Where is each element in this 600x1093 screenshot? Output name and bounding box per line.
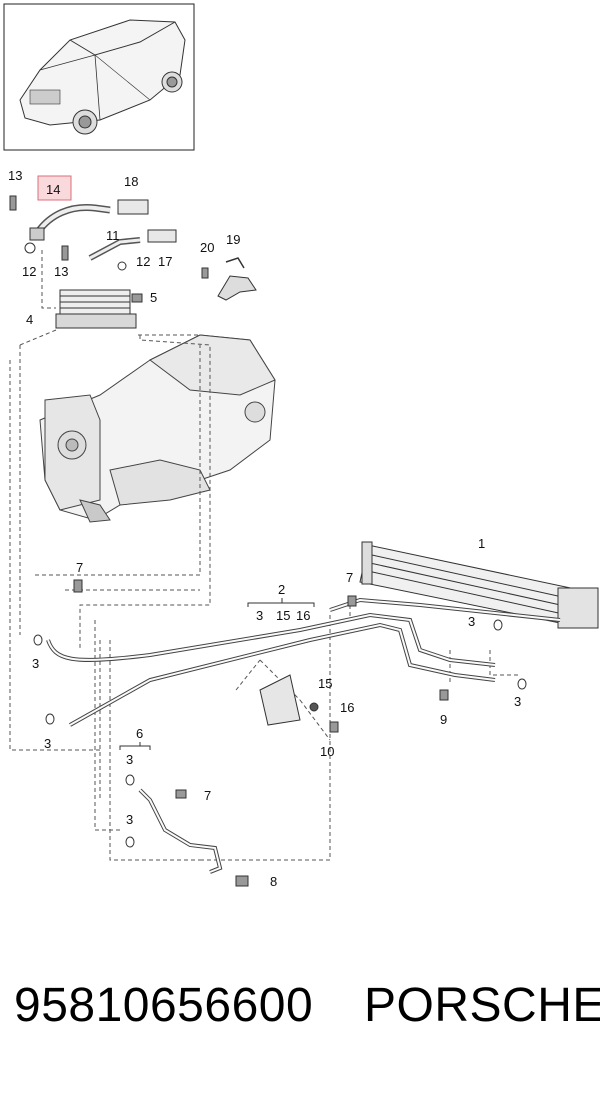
vehicle-thumbnail — [3, 3, 195, 151]
callout-14: 14 — [46, 182, 60, 197]
callout-20: 20 — [200, 240, 214, 255]
callout-3-a: 3 — [32, 656, 39, 671]
callout-2-sub-3: 3 — [256, 608, 263, 623]
callout-6: 6 — [136, 726, 143, 741]
callout-12-right: 12 — [136, 254, 150, 269]
callout-labels: 13 14 18 11 12 13 12 17 20 19 5 4 1 2 3 … — [8, 168, 521, 889]
line-bracket — [259, 674, 301, 726]
group-brackets — [119, 598, 315, 750]
callout-1: 1 — [478, 536, 485, 551]
callout-14-highlight — [37, 175, 72, 201]
callout-11: 11 — [106, 228, 120, 243]
footer: 95810656600 PORSCHE — [0, 978, 600, 1058]
callout-3-e: 3 — [126, 752, 133, 767]
transmission-oil-cooler — [55, 289, 143, 329]
callout-9: 9 — [440, 712, 447, 727]
callout-8: 8 — [270, 874, 277, 889]
callout-7-right: 7 — [346, 570, 353, 585]
oil-lines — [46, 597, 561, 874]
callout-16: 16 — [340, 700, 354, 715]
main-oil-cooler — [359, 541, 599, 629]
callout-10: 10 — [320, 744, 334, 759]
callout-13-mid: 13 — [54, 264, 68, 279]
callout-2-sub-16: 16 — [296, 608, 310, 623]
callout-3-f: 3 — [126, 812, 133, 827]
callout-2: 2 — [278, 582, 285, 597]
callout-3-b: 3 — [44, 736, 51, 751]
part-number: 95810656600 — [14, 979, 314, 1032]
transmission-housing — [39, 334, 276, 523]
hose-assembly-top — [9, 195, 257, 301]
leader-lines — [9, 250, 520, 861]
callout-17: 17 — [158, 254, 172, 269]
callout-12-left: 12 — [22, 264, 36, 279]
callout-7-bottom: 7 — [204, 788, 211, 803]
parts-diagram: 13 14 18 11 12 13 12 17 20 19 5 4 1 2 3 … — [3, 3, 599, 889]
callout-5: 5 — [150, 290, 157, 305]
brand-name: PORSCHE — [364, 979, 600, 1032]
callout-2-sub-15: 15 — [276, 608, 290, 623]
fasteners — [33, 579, 527, 887]
callout-7-left: 7 — [76, 560, 83, 575]
callout-4: 4 — [26, 312, 33, 327]
callout-15: 15 — [318, 676, 332, 691]
callout-13-top: 13 — [8, 168, 22, 183]
callout-3-d: 3 — [514, 694, 521, 709]
callout-3-c: 3 — [468, 614, 475, 629]
callout-19: 19 — [226, 232, 240, 247]
callout-18: 18 — [124, 174, 138, 189]
